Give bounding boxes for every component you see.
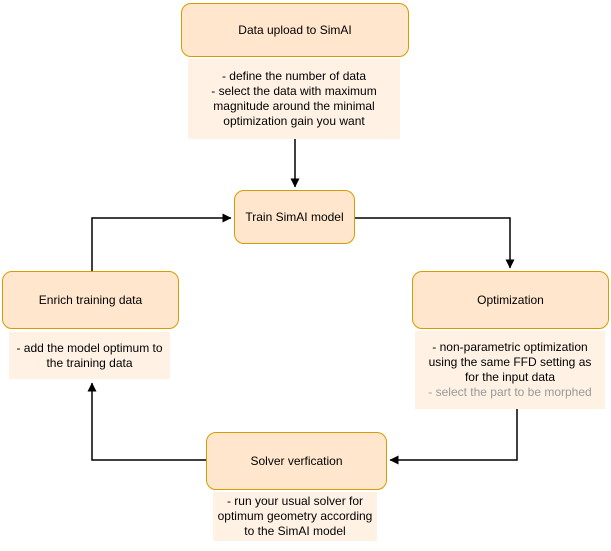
note-solver-verification: - run your usual solver for optimum geom…: [213, 492, 377, 541]
note-line: using the same FFD setting as: [428, 355, 592, 369]
note-data-upload: - define the number of data - select the…: [188, 59, 400, 139]
arrow-solver-to-enrich: [87, 382, 206, 461]
note-line: optimum geometry according: [217, 509, 373, 523]
arrow-enrich-to-train: [91, 213, 232, 271]
node-train-model-label: Train SimAI model: [245, 209, 344, 224]
note-line: - run your usual solver for: [226, 494, 364, 508]
note-line: the training data: [46, 355, 133, 370]
node-optimization-label: Optimization: [477, 292, 544, 307]
node-solver-verification: Solver verfication: [206, 432, 387, 490]
note-enrich-data: - add the model optimum to the training …: [9, 332, 170, 379]
note-line: - select the data with maximum: [211, 84, 377, 98]
note-line: for the input data: [464, 370, 556, 384]
arrow-train-to-optimization: [355, 217, 515, 269]
note-line: - add the model optimum to: [16, 340, 163, 355]
note-line: - define the number of data: [221, 69, 367, 83]
node-train-model: Train SimAI model: [234, 190, 355, 244]
node-optimization: Optimization: [412, 271, 609, 329]
arrow-optimization-to-solver: [389, 409, 518, 465]
note-line: - non-parametric optimization: [432, 340, 588, 354]
node-solver-verification-label: Solver verfication: [250, 453, 343, 468]
note-line: to the SimAI model: [244, 524, 346, 538]
node-enrich-data-label: Enrich training data: [38, 292, 143, 307]
node-data-upload: Data upload to SimAI: [181, 3, 409, 57]
note-line: optimization gain you want: [223, 114, 365, 128]
node-data-upload-label: Data upload to SimAI: [238, 22, 352, 37]
note-optimization: - non-parametric optimization using the …: [415, 331, 605, 409]
note-line: - select the part to be morphed: [428, 385, 592, 399]
node-enrich-data: Enrich training data: [2, 271, 179, 329]
note-line: magnitude around the minimal: [213, 99, 375, 113]
